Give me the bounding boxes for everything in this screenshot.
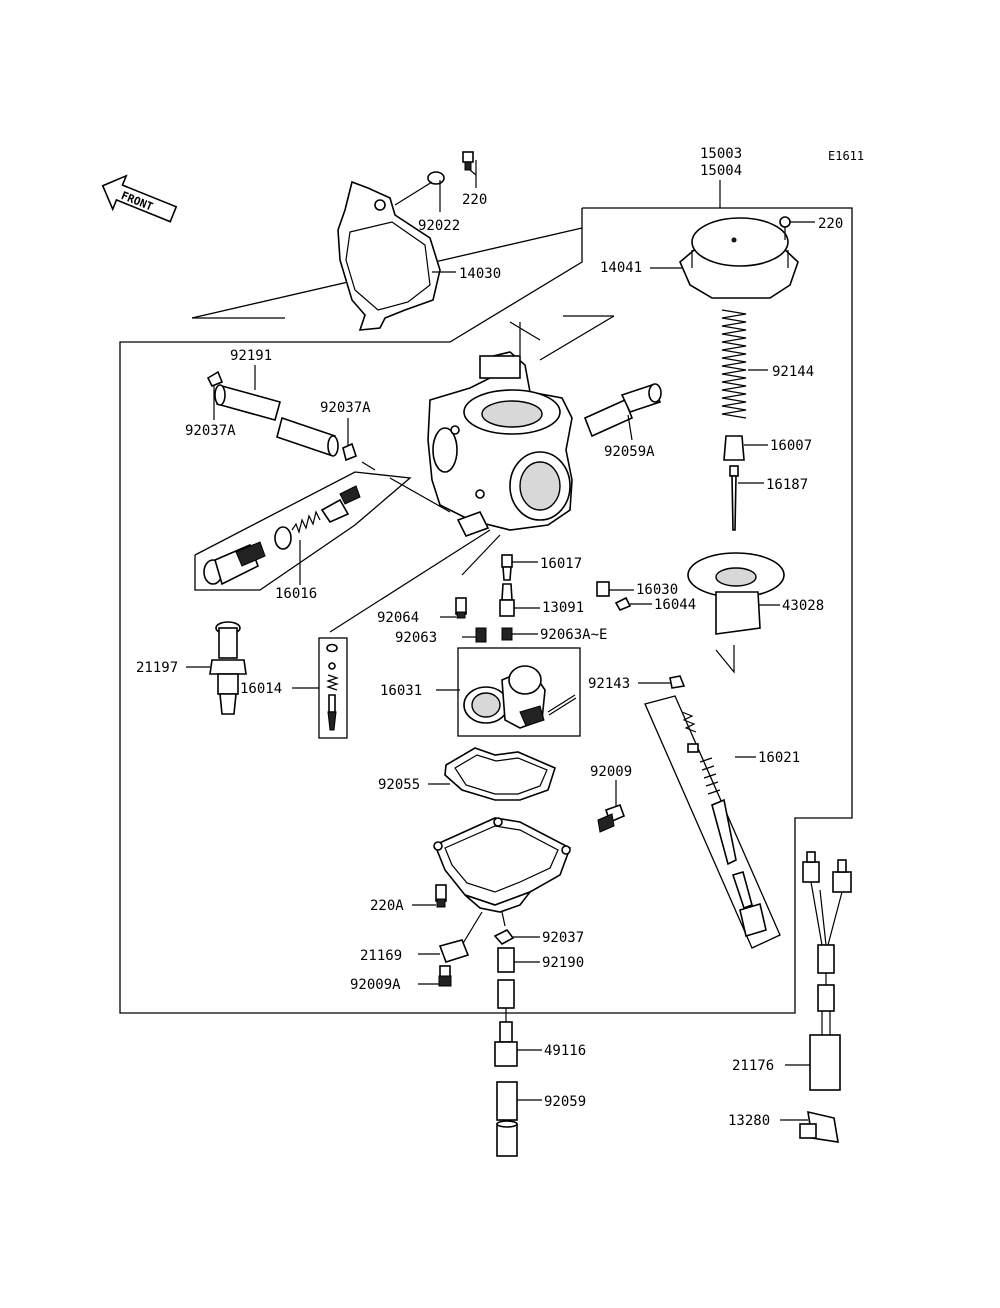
- screw-icon: [438, 965, 452, 987]
- fitting-49116: [494, 1021, 518, 1067]
- label-92064: 92064: [377, 610, 419, 626]
- label-43028: 43028: [782, 598, 824, 614]
- needle-jet: [499, 583, 515, 617]
- label-16187: 16187: [766, 477, 808, 493]
- label-92059: 92059: [544, 1094, 586, 1110]
- label-15004: 15004: [700, 163, 742, 179]
- label-21176: 21176: [732, 1058, 774, 1074]
- float-bowl: [433, 817, 571, 913]
- label-92055: 92055: [378, 777, 420, 793]
- drain-screw: [597, 803, 626, 833]
- front-arrow-icon: FRONT: [101, 174, 178, 223]
- throttle-valve: [463, 665, 577, 729]
- main-jet: [501, 627, 513, 641]
- jet-holder: [475, 627, 487, 643]
- label-16044: 16044: [654, 597, 696, 613]
- clip-icon: [614, 596, 632, 612]
- pilot-jet: [501, 554, 513, 581]
- label-220-right: 220: [818, 216, 843, 232]
- washer-icon: [427, 171, 445, 185]
- label-92063: 92063: [395, 630, 437, 646]
- label-16014: 16014: [240, 681, 282, 697]
- screw-icon: [435, 884, 447, 908]
- label-15003: 15003: [700, 146, 742, 162]
- label-16007: 16007: [770, 438, 812, 454]
- carburetor-cover: [337, 180, 441, 331]
- clip-icon: [493, 928, 515, 946]
- jet-needle-set-box: [644, 695, 781, 949]
- screw-icon: [462, 151, 474, 171]
- label-220-top: 220: [462, 192, 487, 208]
- label-92059A: 92059A: [604, 444, 655, 460]
- jet-needle-set: [669, 675, 767, 938]
- vacuum-piston-diaphragm: [687, 552, 785, 635]
- label-92191: 92191: [230, 348, 272, 364]
- vent-hose: [214, 384, 339, 457]
- clip-icon: [342, 442, 357, 462]
- screw-icon: [455, 597, 467, 619]
- carburetor-body: [427, 321, 573, 537]
- label-16031: 16031: [380, 683, 422, 699]
- label-14030: 14030: [459, 266, 501, 282]
- label-16021: 16021: [758, 750, 800, 766]
- label-92022: 92022: [418, 218, 460, 234]
- throttle-valve-box: [457, 647, 581, 737]
- label-92009: 92009: [590, 764, 632, 780]
- label-16016: 16016: [275, 586, 317, 602]
- label-92037A-left: 92037A: [185, 423, 236, 439]
- assembly-frame: [119, 207, 853, 1014]
- jet-needle: [729, 465, 739, 531]
- label-92143: 92143: [588, 676, 630, 692]
- float-bowl-gasket: [444, 747, 556, 801]
- bracket-21169: [438, 939, 470, 963]
- label-16030: 16030: [636, 582, 678, 598]
- heater-clamp-13280: [799, 1110, 839, 1143]
- label-92037A-right: 92037A: [320, 400, 371, 416]
- label-92144: 92144: [772, 364, 814, 380]
- spring-icon: [721, 309, 747, 419]
- needle-retainer: [723, 435, 745, 461]
- label-21169: 21169: [360, 948, 402, 964]
- vent-hose-right: [583, 383, 662, 438]
- starter-plunger: [203, 485, 361, 586]
- label-92063A-E: 92063A~E: [540, 627, 607, 643]
- label-92190: 92190: [542, 955, 584, 971]
- starter-plunger-box: [194, 471, 412, 591]
- label-92037: 92037: [542, 930, 584, 946]
- label-16017: 16017: [540, 556, 582, 572]
- label-92009A: 92009A: [350, 977, 401, 993]
- label-13091: 13091: [542, 600, 584, 616]
- carburetor-heater-harness: [802, 851, 852, 1091]
- drain-hose: [497, 947, 515, 1009]
- label-49116: 49116: [544, 1043, 586, 1059]
- label-21197: 21197: [136, 660, 178, 676]
- clip-icon: [206, 370, 224, 388]
- fitting-21197: [209, 621, 247, 715]
- label-220A: 220A: [370, 898, 404, 914]
- pilot-screw-set: [326, 643, 339, 731]
- overflow-hose: [496, 1081, 518, 1157]
- jet-cap: [596, 581, 610, 597]
- top-cap: [679, 217, 799, 299]
- diagram-code: E1611: [828, 149, 864, 163]
- label-13280: 13280: [728, 1113, 770, 1129]
- label-14041: 14041: [600, 260, 642, 276]
